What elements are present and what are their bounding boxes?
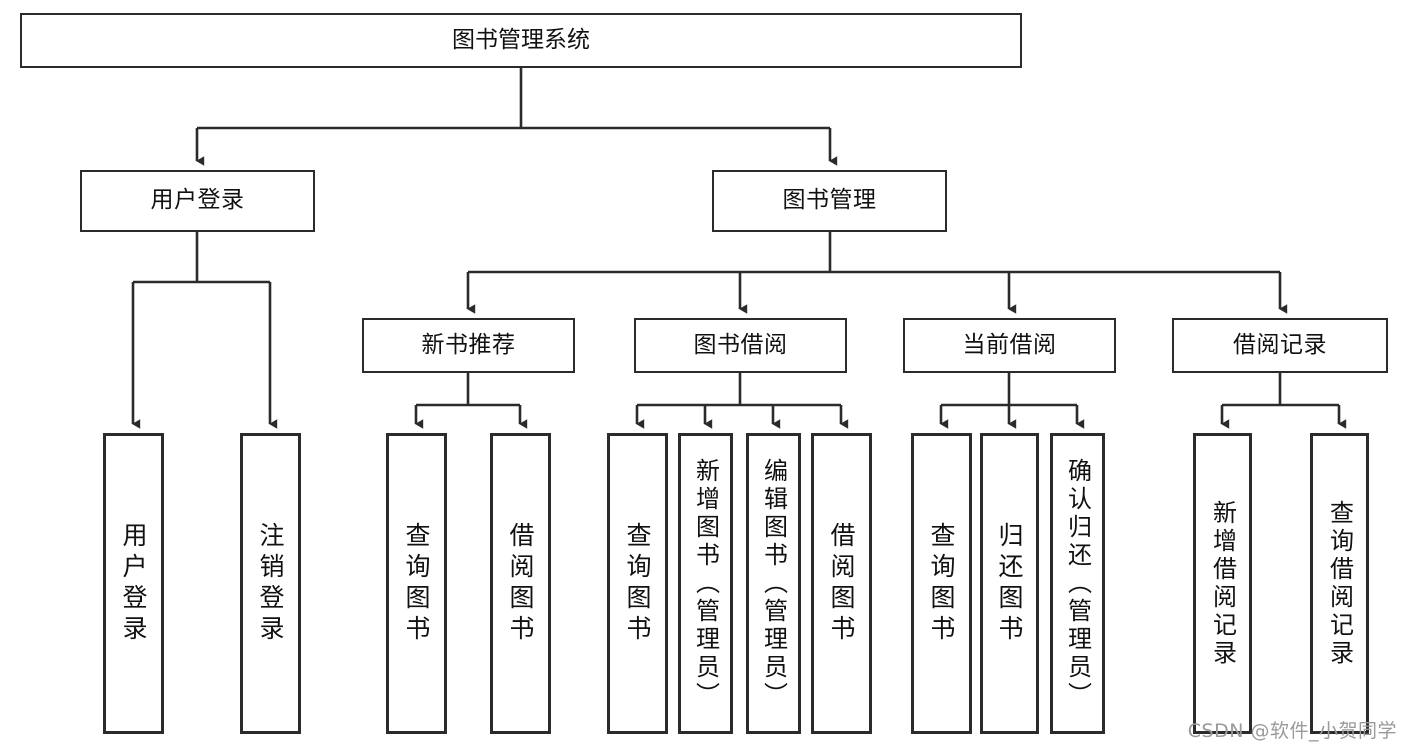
node-new-book-recommend-label: 新书推荐 bbox=[421, 331, 516, 358]
node-user-login[interactable]: 用户登录 bbox=[80, 170, 315, 232]
node-current-borrow-label: 当前借阅 bbox=[962, 331, 1057, 358]
leaf-query-record-label: 查询借阅记录 bbox=[1325, 499, 1354, 668]
leaf-logout-login-label: 注销登录 bbox=[256, 521, 285, 646]
leaf-borrow-book-1-label: 借阅图书 bbox=[506, 521, 535, 646]
node-borrow-record-label: 借阅记录 bbox=[1233, 331, 1327, 358]
leaf-edit-book[interactable]: 编辑图书（管理员） bbox=[746, 433, 801, 734]
node-book-manage-label: 图书管理 bbox=[782, 187, 877, 214]
leaf-add-book[interactable]: 新增图书（管理员） bbox=[678, 433, 733, 734]
node-book-borrow-label: 图书借阅 bbox=[693, 331, 788, 358]
leaf-query-book-3[interactable]: 查询图书 bbox=[911, 433, 972, 734]
leaf-return-book-label: 归还图书 bbox=[995, 521, 1024, 646]
node-root-label: 图书管理系统 bbox=[452, 26, 590, 53]
leaf-query-book-1[interactable]: 查询图书 bbox=[386, 433, 447, 734]
leaf-query-record[interactable]: 查询借阅记录 bbox=[1310, 433, 1369, 734]
leaf-borrow-book-1[interactable]: 借阅图书 bbox=[490, 433, 551, 734]
leaf-edit-book-label: 编辑图书（管理员） bbox=[759, 457, 788, 710]
node-book-borrow[interactable]: 图书借阅 bbox=[634, 318, 847, 373]
leaf-query-book-3-label: 查询图书 bbox=[927, 521, 956, 646]
node-root[interactable]: 图书管理系统 bbox=[20, 13, 1022, 68]
leaf-borrow-book-2[interactable]: 借阅图书 bbox=[811, 433, 872, 734]
leaf-confirm-return[interactable]: 确认归还（管理员） bbox=[1050, 433, 1105, 734]
leaf-add-record[interactable]: 新增借阅记录 bbox=[1193, 433, 1252, 734]
leaf-confirm-return-label: 确认归还（管理员） bbox=[1063, 457, 1092, 710]
leaf-logout-login[interactable]: 注销登录 bbox=[240, 433, 301, 734]
node-new-book-recommend[interactable]: 新书推荐 bbox=[362, 318, 575, 373]
leaf-add-record-label: 新增借阅记录 bbox=[1208, 499, 1237, 668]
node-current-borrow[interactable]: 当前借阅 bbox=[903, 318, 1116, 373]
leaf-add-book-label: 新增图书（管理员） bbox=[691, 457, 720, 710]
leaf-query-book-1-label: 查询图书 bbox=[402, 521, 431, 646]
leaf-query-book-2[interactable]: 查询图书 bbox=[607, 433, 668, 734]
leaf-return-book[interactable]: 归还图书 bbox=[980, 433, 1039, 734]
leaf-borrow-book-2-label: 借阅图书 bbox=[827, 521, 856, 646]
node-user-login-label: 用户登录 bbox=[150, 187, 245, 214]
leaf-user-login[interactable]: 用户登录 bbox=[103, 433, 164, 734]
node-book-manage[interactable]: 图书管理 bbox=[712, 170, 947, 232]
leaf-user-login-label: 用户登录 bbox=[119, 521, 148, 646]
watermark: CSDN @软件_小贺同学 bbox=[1187, 720, 1397, 742]
leaf-query-book-2-label: 查询图书 bbox=[623, 521, 652, 646]
node-borrow-record[interactable]: 借阅记录 bbox=[1172, 318, 1388, 373]
